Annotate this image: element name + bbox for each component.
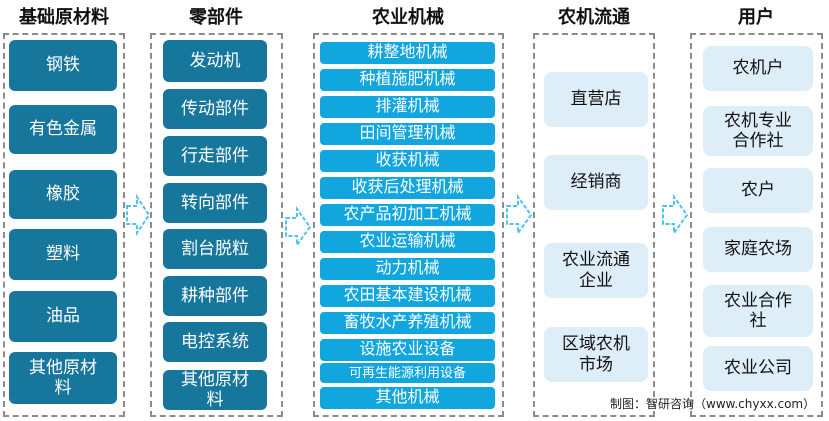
flow-arrow-icon	[126, 193, 151, 237]
source-credit: 制图：智研咨询（www.chyxx.com）	[610, 397, 816, 411]
component-item: 行走部件	[163, 136, 267, 176]
column-raw-materials	[3, 33, 125, 417]
machinery-item: 动力机械	[320, 258, 495, 280]
machinery-item: 其他机械	[320, 387, 495, 409]
header-components: 零部件	[189, 7, 243, 27]
component-item: 耕种部件	[163, 276, 267, 316]
user-item: 家庭农场	[703, 227, 813, 272]
raw-material-item: 有色金属	[9, 105, 117, 154]
flow-arrow-icon	[662, 193, 689, 237]
machinery-item: 种植施肥机械	[320, 69, 495, 91]
header-raw-materials: 基础原材料	[19, 7, 109, 27]
component-item: 转向部件	[163, 183, 267, 223]
raw-material-item: 油品	[9, 291, 117, 342]
raw-material-item: 其他原材料	[9, 352, 117, 404]
circulation-item: 区域农机市场	[544, 327, 648, 382]
component-item: 发动机	[163, 40, 267, 82]
machinery-item: 农田基本建设机械	[320, 285, 495, 307]
user-item: 农业公司	[703, 346, 813, 391]
raw-material-item: 钢铁	[9, 40, 117, 91]
machinery-item: 耕整地机械	[320, 42, 495, 64]
machinery-item: 收获后处理机械	[320, 177, 495, 199]
machinery-item: 设施农业设备	[320, 339, 495, 361]
user-item: 农业合作社	[703, 285, 813, 337]
machinery-item: 可再生能源利用设备	[320, 363, 495, 383]
circulation-item: 农业流通企业	[544, 243, 648, 298]
component-item: 电控系统	[163, 322, 267, 362]
header-users: 用户	[738, 7, 774, 27]
circulation-item: 经销商	[544, 155, 648, 210]
machinery-item: 排灌机械	[320, 96, 495, 118]
machinery-item: 田间管理机械	[320, 123, 495, 145]
component-item: 其他原材料	[163, 370, 267, 410]
column-components	[150, 33, 283, 417]
machinery-item: 农产品初加工机械	[320, 204, 495, 226]
raw-material-item: 橡胶	[9, 170, 117, 219]
machinery-item: 农业运输机械	[320, 231, 495, 253]
column-users	[690, 33, 823, 417]
user-item: 农机专业合作社	[703, 106, 813, 156]
user-item: 农机户	[703, 46, 813, 91]
component-item: 割台脱粒	[163, 229, 267, 269]
machinery-item: 收获机械	[320, 150, 495, 172]
component-item: 传动部件	[163, 89, 267, 129]
column-circulation	[533, 33, 655, 417]
user-item: 农户	[703, 168, 813, 213]
circulation-item: 直营店	[544, 72, 648, 127]
flow-arrow-icon	[285, 205, 312, 249]
flow-arrow-icon	[506, 193, 533, 237]
column-machinery	[313, 33, 504, 417]
header-circulation: 农机流通	[558, 7, 630, 27]
raw-material-item: 塑料	[9, 229, 117, 280]
header-machinery: 农业机械	[372, 7, 444, 27]
machinery-item: 畜牧水产养殖机械	[320, 312, 495, 334]
